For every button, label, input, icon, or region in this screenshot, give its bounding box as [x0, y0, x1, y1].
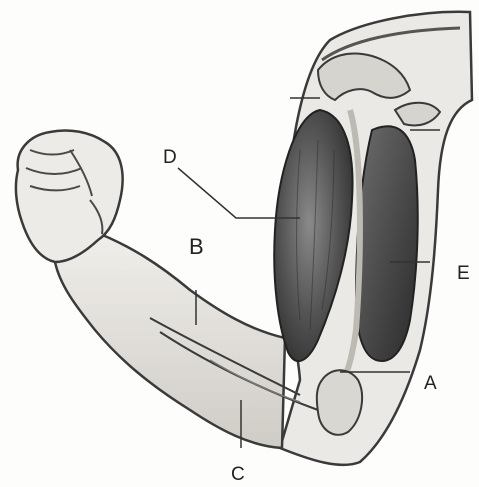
- elbow-joint: [317, 370, 362, 435]
- label-a: A: [424, 374, 437, 393]
- label-d: D: [163, 148, 177, 167]
- label-b: B: [189, 236, 204, 258]
- triceps-muscle: [356, 126, 418, 361]
- label-e: E: [457, 264, 470, 283]
- label-c: C: [231, 465, 245, 484]
